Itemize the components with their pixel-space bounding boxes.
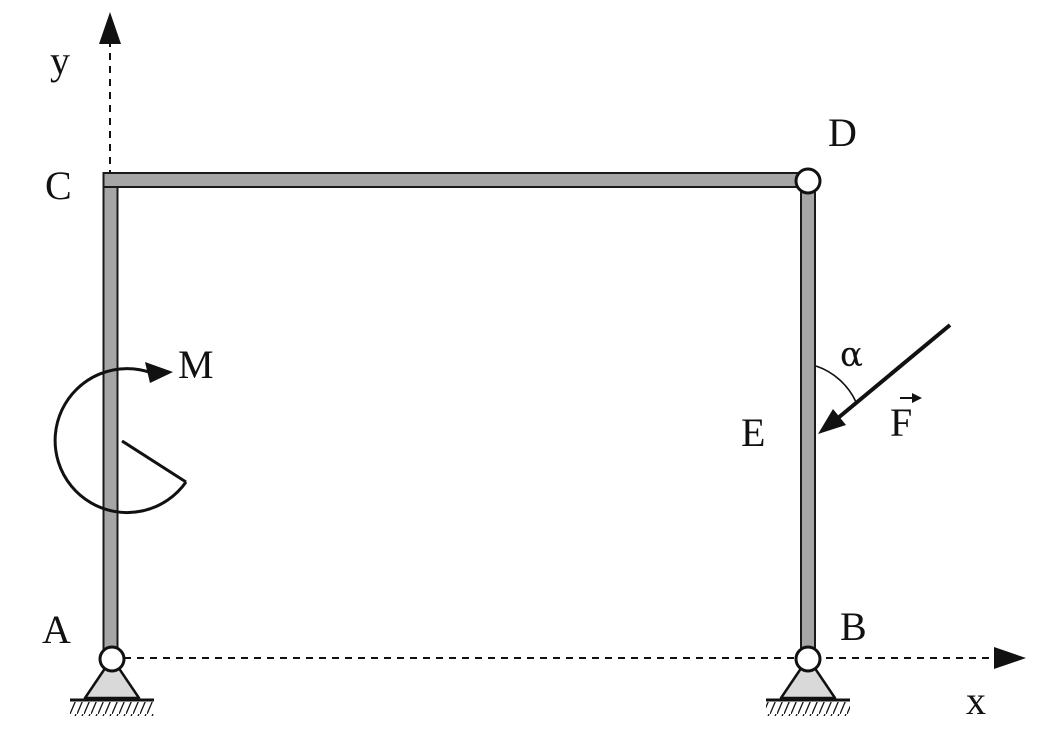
label-b: B	[840, 604, 867, 649]
force-f	[815, 323, 952, 434]
label-a: A	[42, 607, 71, 652]
x-axis-arrowhead	[994, 647, 1026, 669]
beam-cd	[102, 172, 811, 188]
moment-arc	[53, 367, 188, 515]
label-d: D	[828, 110, 857, 155]
y-axis	[99, 12, 121, 172]
label-c: C	[45, 163, 72, 208]
moment-label: M	[178, 342, 214, 387]
x-axis	[124, 647, 1026, 669]
frame	[102, 172, 816, 660]
vector-arrow-head	[912, 393, 922, 403]
column-db	[800, 180, 816, 660]
moment-radius-line	[121, 439, 187, 484]
column-ac	[102, 172, 119, 660]
x-axis-label: x	[966, 678, 986, 723]
y-axis-arrowhead	[99, 12, 121, 44]
support-b-hatching	[766, 702, 850, 716]
support-a	[70, 656, 154, 716]
moment-m	[53, 362, 188, 515]
angle-label: α	[840, 335, 863, 375]
force-label: F	[890, 400, 912, 445]
force-arrowhead	[818, 409, 846, 434]
angle-arc	[815, 365, 857, 403]
support-a-triangle	[83, 656, 141, 700]
support-a-hatching	[70, 702, 154, 716]
label-e: E	[741, 410, 765, 455]
support-b	[766, 656, 850, 716]
joint-c-fill	[105, 175, 116, 186]
y-axis-label: y	[50, 38, 70, 83]
hinge-b	[794, 645, 822, 673]
force-line	[836, 323, 952, 420]
hinge-d	[794, 167, 822, 195]
hinge-a	[98, 645, 126, 673]
moment-arrowhead	[145, 362, 173, 383]
support-b-triangle	[779, 656, 837, 700]
